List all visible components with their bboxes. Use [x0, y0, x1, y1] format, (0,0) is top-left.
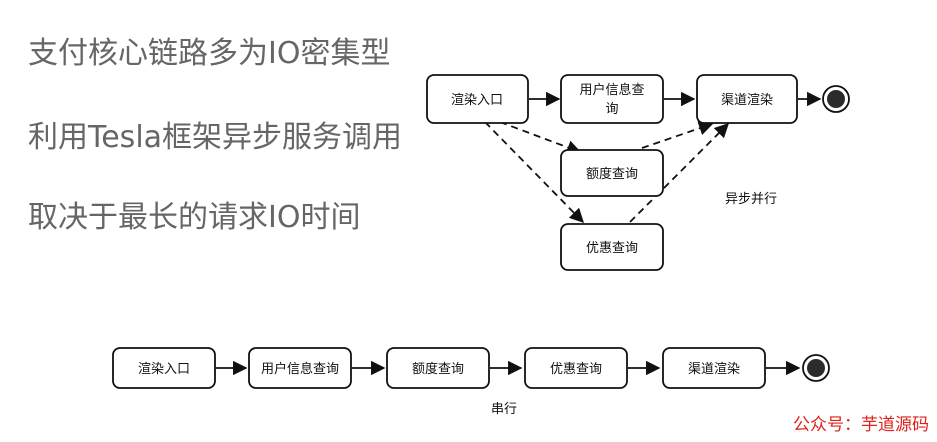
- edge-entry-to-quota: [499, 121, 582, 155]
- async-label: 异步并行: [725, 192, 777, 207]
- async-node-quota: 额度查询: [560, 149, 664, 197]
- async-node-entry: 渲染入口: [426, 74, 529, 124]
- serial-node-discount-label: 优惠查询: [550, 362, 602, 377]
- serial-node-user-info-label: 用户信息查询: [261, 361, 339, 377]
- bullet-io-intensive: 支付核心链路多为IO密集型: [28, 36, 391, 71]
- serial-node-quota-label: 额度查询: [412, 361, 464, 377]
- serial-node-discount: 优惠查询: [524, 347, 628, 389]
- async-node-channel: 渠道渲染: [696, 74, 798, 124]
- bullet-longest-io: 取决于最长的请求IO时间: [28, 200, 361, 235]
- serial-end-node: [802, 354, 830, 382]
- watermark-text: 公众号：芋道源码: [793, 415, 929, 435]
- async-node-entry-label: 渲染入口: [451, 93, 503, 108]
- serial-node-channel: 渠道渲染: [662, 347, 766, 389]
- edge-quota-to-channel: [641, 121, 714, 149]
- async-node-channel-label: 渠道渲染: [721, 93, 773, 108]
- serial-node-entry: 渲染入口: [112, 347, 216, 389]
- async-node-discount-label: 优惠查询: [586, 241, 638, 256]
- serial-node-entry-label: 渲染入口: [138, 362, 190, 377]
- async-node-discount: 优惠查询: [560, 223, 664, 271]
- async-node-user-info-line1: 用户信息查: [579, 82, 644, 98]
- async-node-quota-label: 额度查询: [586, 166, 638, 182]
- serial-node-quota: 额度查询: [386, 347, 490, 389]
- serial-label: 串行: [491, 402, 517, 417]
- async-node-user-info: 用户信息查 询: [560, 74, 664, 124]
- bullet-tesla-async: 利用Tesla框架异步服务调用: [28, 120, 403, 155]
- async-node-user-info-line2: 询: [605, 102, 618, 117]
- async-end-node: [822, 85, 850, 113]
- serial-node-user-info: 用户信息查询: [248, 347, 352, 389]
- serial-node-channel-label: 渠道渲染: [688, 362, 740, 377]
